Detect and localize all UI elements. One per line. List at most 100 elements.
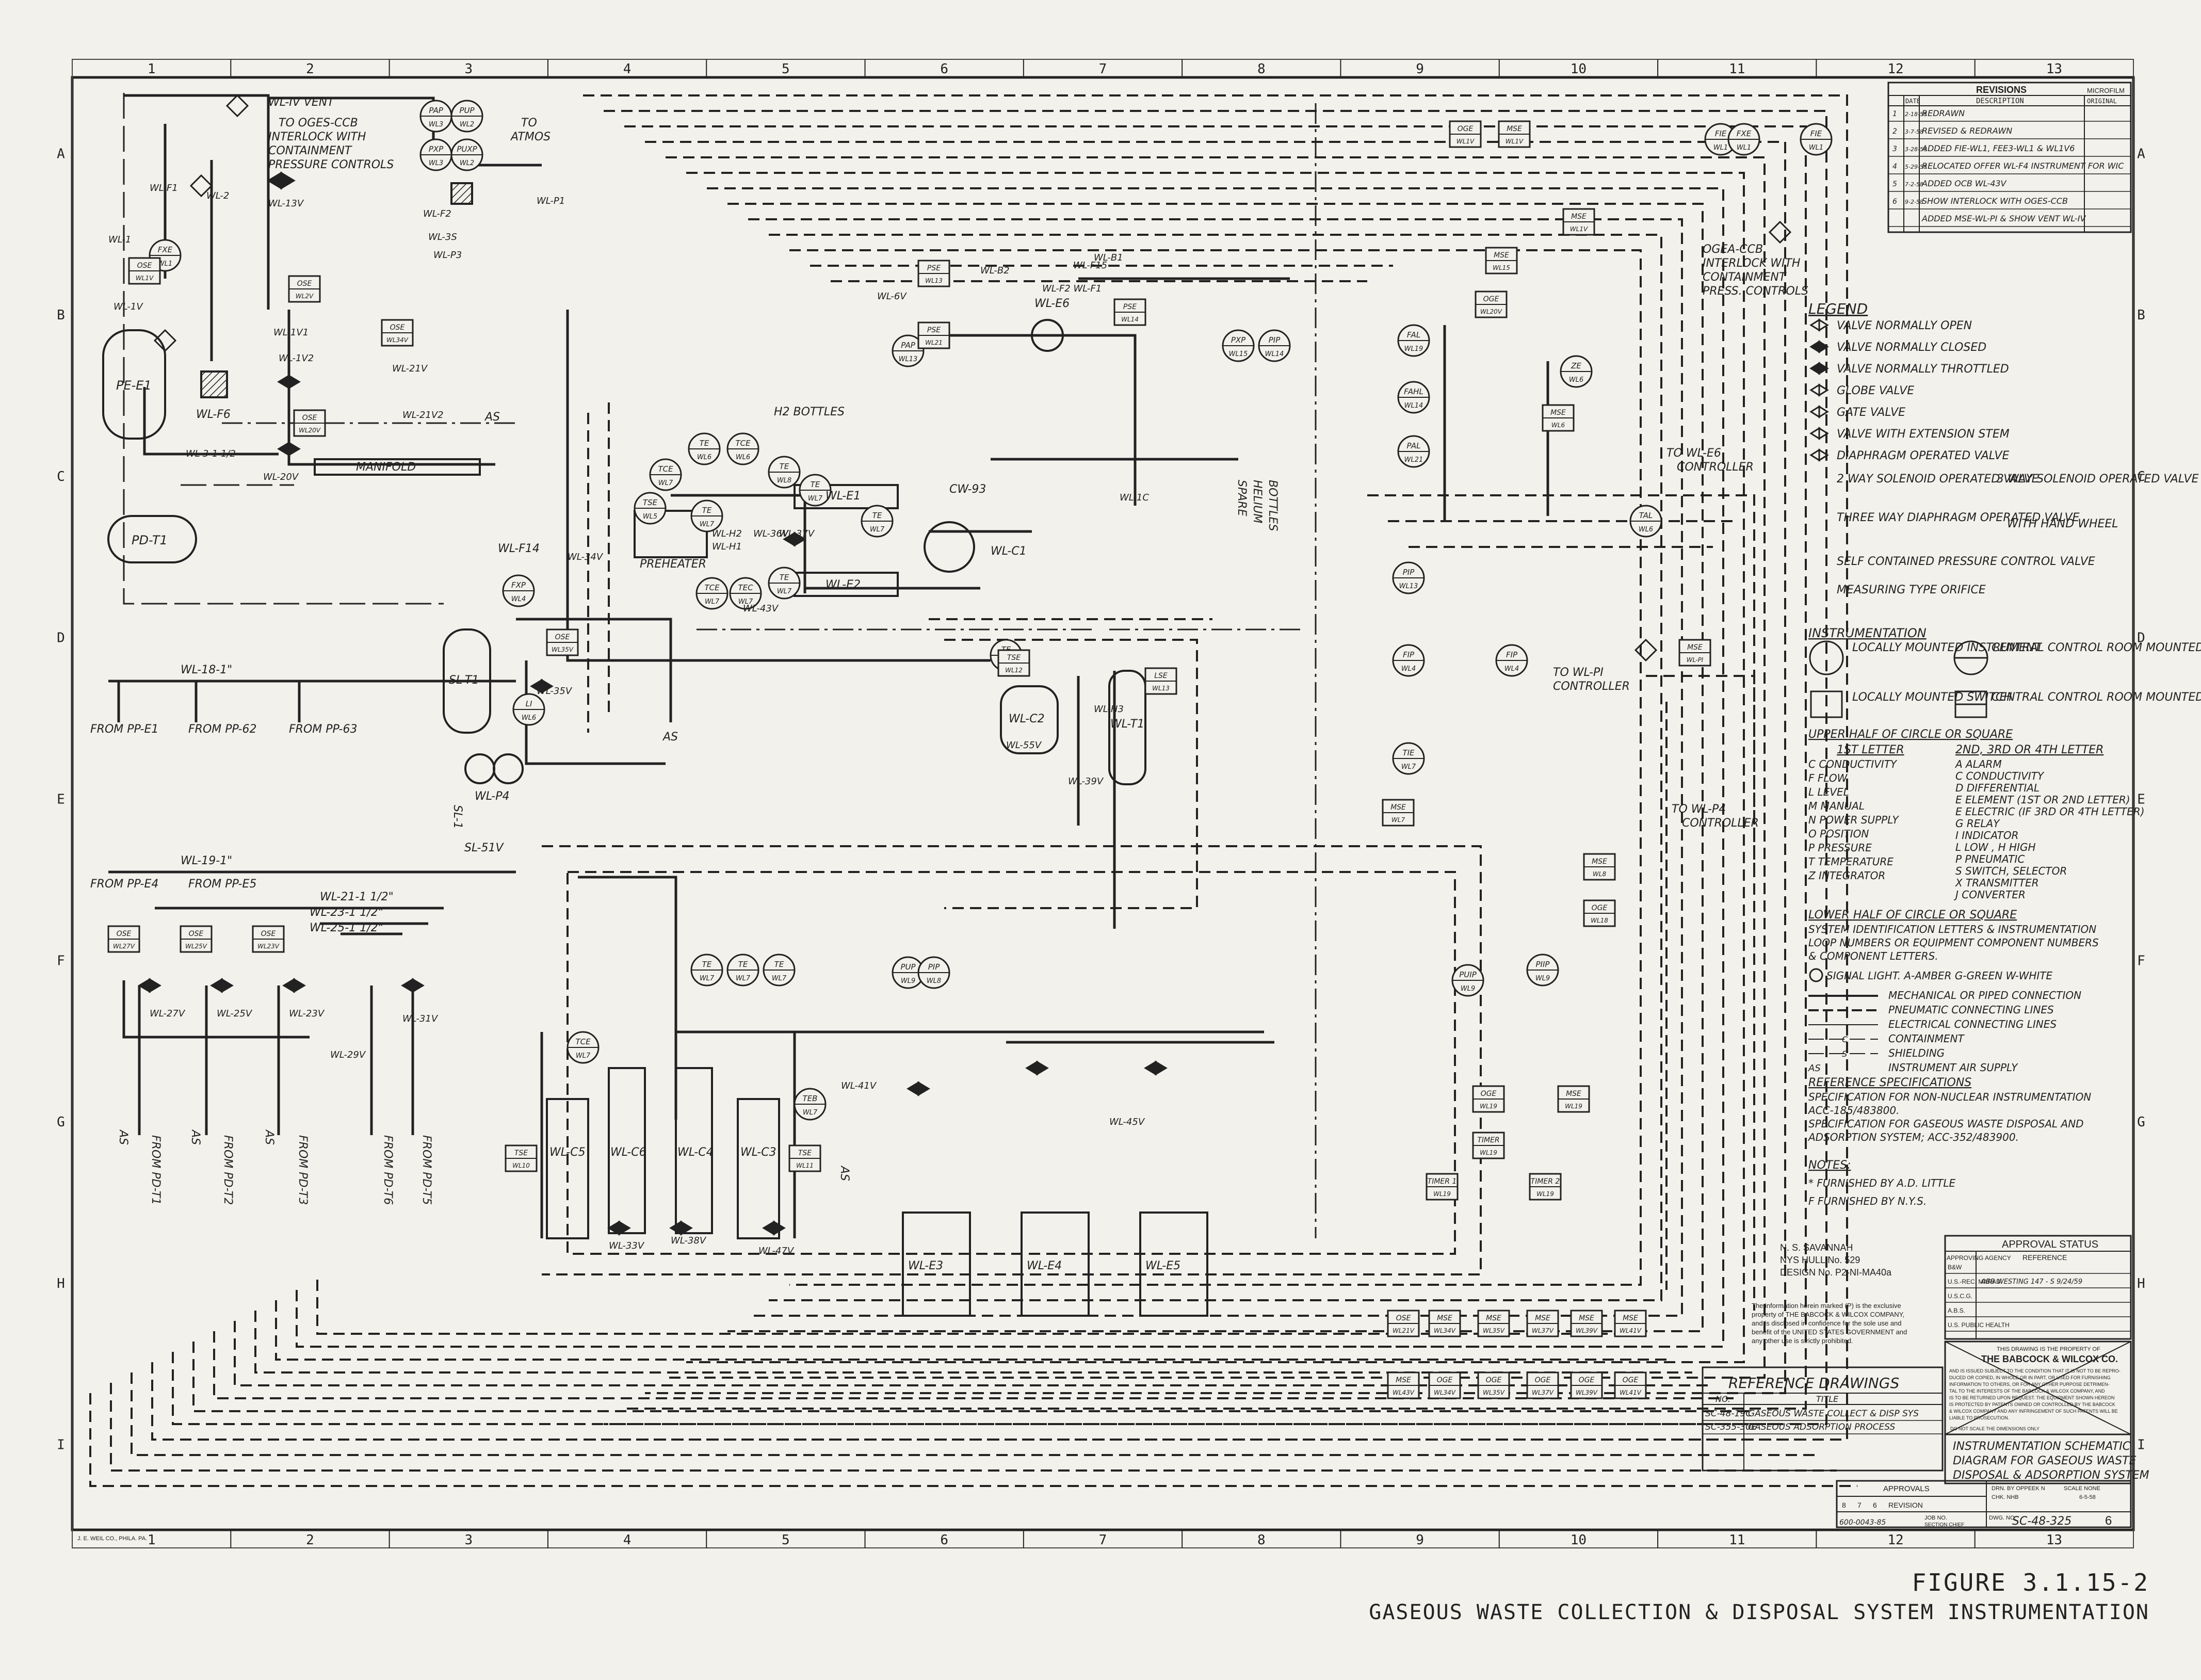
valve-label: WL-21V [392, 363, 428, 374]
svg-text:WL8: WL8 [927, 977, 941, 985]
svg-text:OGE: OGE [1486, 1376, 1502, 1384]
svg-text:benefit of the UNITED STATES G: benefit of the UNITED STATES GOVERNMENT … [1752, 1328, 1907, 1336]
valve-label: WL-47V [758, 1246, 795, 1256]
svg-text:TO WL-P4: TO WL-P4 [1672, 803, 1726, 816]
column-label: 12 [1887, 61, 1903, 77]
column-label: 3 [464, 1532, 473, 1548]
svg-text:WL-E2: WL-E2 [826, 578, 861, 591]
manifold-label: MANIFOLD [356, 461, 416, 474]
svg-text:WL9: WL9 [1535, 975, 1550, 982]
svg-text:A.B.S.: A.B.S. [1948, 1307, 1965, 1314]
valve-label: WL-20V [263, 472, 299, 482]
svg-text:PAP: PAP [429, 106, 444, 115]
svg-text:THIS DRAWING IS THE PROPERTY O: THIS DRAWING IS THE PROPERTY OF [1997, 1346, 2100, 1352]
svg-text:NO.: NO. [1716, 1394, 1730, 1404]
svg-text:and is disclosed in confidence: and is disclosed in confidence for the s… [1752, 1319, 1902, 1327]
svg-text:MSE: MSE [1687, 643, 1703, 652]
column-label: 6 [940, 1532, 948, 1548]
svg-text:O POSITION: O POSITION [1808, 828, 1869, 840]
svg-text:6: 6 [2105, 1514, 2112, 1528]
svg-text:MSE: MSE [1390, 803, 1406, 812]
svg-text:WL7: WL7 [803, 1109, 818, 1117]
svg-text:TAL: TAL [1639, 511, 1653, 520]
svg-text:FROM PD-T3: FROM PD-T3 [296, 1135, 309, 1205]
svg-text:4: 4 [1892, 163, 1897, 171]
svg-text:2ND, 3RD OR 4TH LETTER: 2ND, 3RD OR 4TH LETTER [1955, 744, 2103, 756]
reference-drawings-table: REFERENCE DRAWINGS NO. TITLE SC-48-19CGA… [1702, 1366, 1944, 1472]
row-label: A [57, 146, 65, 161]
svg-text:G RELAY: G RELAY [1955, 817, 2000, 830]
valve-label: WL-2 [206, 190, 229, 201]
row-label: G [2137, 1114, 2145, 1130]
svg-text:TIMER 2: TIMER 2 [1531, 1177, 1560, 1186]
adsorber-wl-c5 [546, 1098, 589, 1239]
svg-text:TEB: TEB [803, 1094, 818, 1103]
valve-label: WL-29V [330, 1049, 366, 1060]
svg-text:WL7: WL7 [808, 495, 823, 503]
svg-text:FROM PP-62: FROM PP-62 [188, 723, 257, 736]
svg-text:MSE: MSE [1494, 251, 1509, 260]
svg-text:AND IS ISSUED SUBJECT TO THE C: AND IS ISSUED SUBJECT TO THE CONDITION T… [1949, 1368, 2121, 1374]
svg-text:WL13: WL13 [925, 277, 943, 284]
svg-text:WL1: WL1 [1713, 144, 1728, 152]
svg-text:PRESSURE CONTROLS: PRESSURE CONTROLS [268, 158, 394, 171]
manifold-box [314, 458, 481, 476]
svg-text:D DIFFERENTIAL: D DIFFERENTIAL [1955, 782, 2040, 794]
svg-text:WL5: WL5 [643, 513, 657, 521]
svg-text:INTERLOCK WITH: INTERLOCK WITH [1703, 257, 1800, 270]
svg-text:2 WAY SOLENOID OPERATED VALVE: 2 WAY SOLENOID OPERATED VALVE [1837, 473, 2039, 486]
svg-text:BOTTLES: BOTTLES [1266, 480, 1279, 531]
svg-text:WL-P4: WL-P4 [475, 790, 510, 803]
svg-text:ORIGINAL: ORIGINAL [2087, 98, 2117, 105]
vessel-wl-t1 [1108, 670, 1146, 785]
valve-label: WL-3-1 1/2 [186, 448, 236, 459]
svg-text:I INDICATOR: I INDICATOR [1955, 829, 2018, 842]
svg-text:PUXP: PUXP [457, 144, 477, 154]
svg-text:REFERENCE DRAWINGS: REFERENCE DRAWINGS [1728, 1375, 1899, 1392]
svg-text:OSE: OSE [1396, 1314, 1411, 1322]
svg-text:PIP: PIP [928, 962, 940, 972]
svg-text:U.S. PUBLIC HEALTH: U.S. PUBLIC HEALTH [1948, 1321, 2010, 1329]
instrument-bubble: TEB WL7 [794, 1088, 827, 1121]
row-label: G [57, 1114, 65, 1130]
svg-text:FXE: FXE [1737, 129, 1752, 138]
svg-text:TE: TE [872, 511, 882, 520]
svg-text:WL23V: WL23V [257, 943, 280, 950]
svg-text:TE: TE [738, 960, 748, 969]
row-label: I [57, 1437, 65, 1453]
svg-text:OGE: OGE [1481, 1090, 1497, 1098]
equipment [102, 182, 1208, 1317]
vent-label: WL-IV VENT [268, 96, 335, 109]
svg-text:CHK. NHB: CHK. NHB [1992, 1494, 2019, 1500]
svg-text:WL14: WL14 [1121, 316, 1139, 323]
svg-text:WL41V: WL41V [1620, 1389, 1642, 1396]
svg-text:FXE: FXE [158, 245, 173, 254]
svg-text:WL-19-1": WL-19-1" [181, 854, 232, 867]
row-label: F [2137, 953, 2145, 968]
svg-text:WL-21-1 1/2": WL-21-1 1/2" [320, 891, 394, 903]
row-label: D [57, 631, 65, 646]
legend-item: GATE VALVE [1837, 406, 1905, 419]
svg-text:NYS HULL No. 529: NYS HULL No. 529 [1780, 1255, 1860, 1265]
pump-wl-p4-b [493, 753, 524, 784]
svg-text:WL35V: WL35V [1483, 1327, 1505, 1334]
svg-text:AS: AS [189, 1129, 202, 1145]
svg-text:TCE: TCE [658, 464, 673, 474]
row-label: E [2137, 792, 2145, 807]
svg-text:MSE: MSE [1592, 858, 1607, 866]
svg-text:FROM PP-E4: FROM PP-E4 [90, 878, 158, 891]
